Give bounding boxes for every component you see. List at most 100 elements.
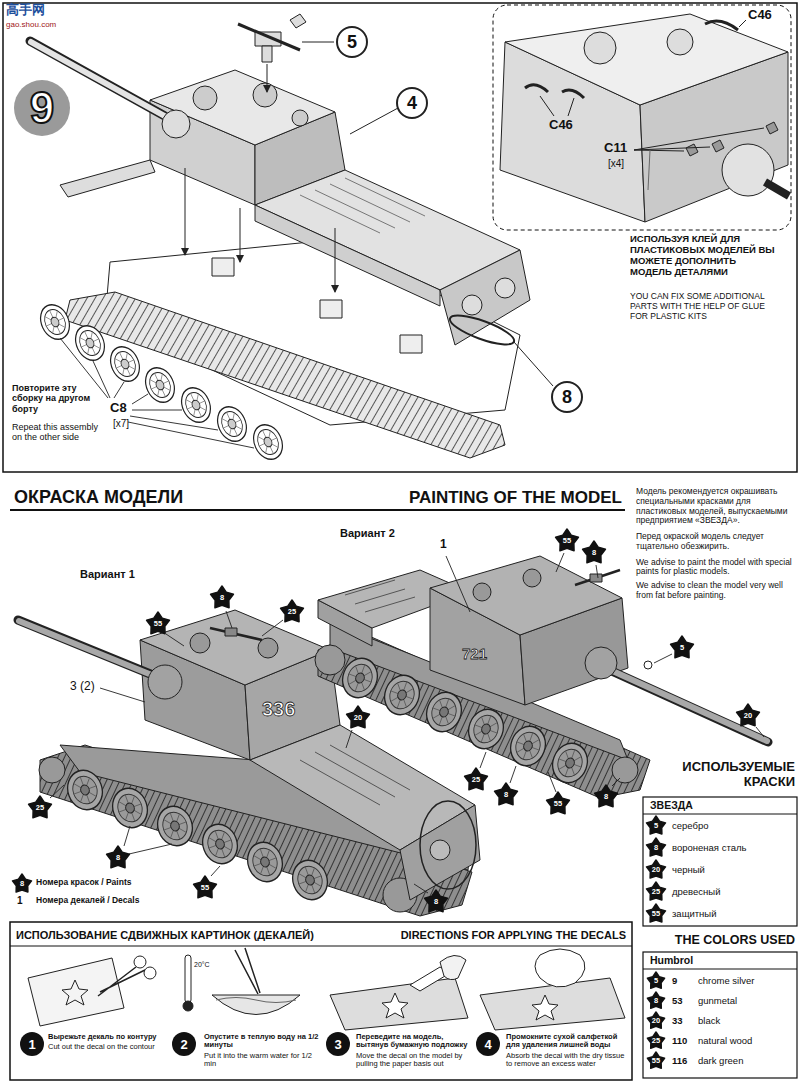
paint-number: 5 (680, 644, 684, 652)
paint-star (646, 904, 665, 922)
paint-number: 25 (472, 776, 480, 784)
paint-number: 55 (652, 910, 660, 918)
watermark: 高手网 (6, 3, 45, 18)
paint-star (12, 874, 31, 892)
paint-number: 55 (154, 620, 162, 628)
paint-star (425, 890, 448, 912)
step-circle: 4 (476, 1032, 500, 1056)
decal-number: 3 (2) (70, 680, 95, 694)
step-circle: 1 (20, 1032, 44, 1056)
paint-star (646, 816, 665, 834)
paint-number: 20 (652, 1017, 660, 1025)
table-cell: 33 (672, 1016, 683, 1027)
paint-number: 8 (434, 898, 438, 906)
step-text: Переведите на модель, вытянув бумажную п… (356, 1033, 472, 1050)
paint-star (646, 838, 665, 856)
table-cell: вороненая сталь (672, 843, 746, 854)
decal-number: 1 (17, 895, 23, 907)
quantity: [x4] (608, 158, 624, 170)
paint-star (194, 876, 217, 898)
watermark: gao.shou.com (6, 20, 56, 29)
callout-text: 1 (28, 1038, 35, 1051)
paint-number: 8 (220, 594, 224, 602)
legend-text: Номера красок / Paints (36, 878, 131, 888)
paint-star (647, 1032, 664, 1048)
paint-star (737, 704, 760, 726)
paint-number: 20 (354, 714, 362, 722)
paint-number: 55 (652, 1057, 660, 1065)
step-text: Промокните сухой салфеткой для удаления … (506, 1033, 628, 1050)
variant-label: Вариант 2 (340, 527, 395, 540)
detail-inset (493, 5, 791, 230)
paint-star (281, 600, 304, 622)
section-title: ИСПОЛЬЗОВАНИЕ СДВИЖНЫХ КАРТИНОК (ДЕКАЛЕЙ… (16, 929, 314, 942)
callout-text: 3 (334, 1038, 341, 1051)
note: We advise to clean the model very well f… (636, 581, 794, 601)
paint-star (646, 882, 665, 900)
note: Повторите эту сборку на другом борту (12, 383, 102, 414)
step-circle: 2 (172, 1032, 196, 1056)
decal-steps-drawing (28, 948, 625, 1030)
step-text: Put it into the warm water for 1/2 min (204, 1052, 322, 1069)
thermometer-label: 20°C (194, 961, 210, 969)
note: We advise to paint the model with specia… (636, 558, 794, 578)
paint-star (495, 783, 518, 805)
step-circle: 3 (326, 1032, 350, 1056)
step-text: Absorb the decal with the dry tissue to … (506, 1052, 628, 1069)
legend-text: Номера декалей / Decals (36, 896, 139, 906)
paint-number: 25 (288, 608, 296, 616)
table-cell: черный (672, 865, 705, 876)
paint-number: 8 (116, 854, 120, 862)
note: Repeat this assembly on the other side (12, 422, 100, 443)
callout-text: 9 (30, 86, 54, 130)
table-cell: 53 (672, 996, 683, 1007)
paint-number: 8 (20, 880, 24, 888)
paint-star (647, 1012, 664, 1028)
paint-star (29, 796, 52, 818)
paint-star (647, 1052, 664, 1068)
frames (3, 3, 797, 1080)
paint-star (647, 992, 664, 1008)
paint-number: 20 (652, 866, 660, 874)
note: ИСПОЛЬЗУЯ КЛЕЙ ДЛЯ ПЛАСТИКОВЫХ МОДЕЛЕЙ В… (630, 234, 780, 278)
paint-star (465, 768, 488, 790)
table-header: Humbrol (650, 954, 693, 966)
variant-label: Вариант 1 (80, 568, 135, 581)
table-cell: 9 (672, 976, 677, 987)
part-number: C46 (748, 8, 772, 23)
section-title: DIRECTIONS FOR APPLYING THE DECALS (401, 929, 626, 942)
section-title: ОКРАСКА МОДЕЛИ (14, 487, 183, 508)
paint-star (646, 860, 665, 878)
callout-number: 4 (396, 87, 428, 119)
callout-text: 8 (562, 388, 572, 406)
decal-marking: 721 (462, 645, 487, 662)
table-cell: dark green (698, 1056, 743, 1067)
table-cell: chrome silver (698, 976, 755, 987)
part-number: C46 (549, 118, 573, 133)
paint-number: 55 (201, 884, 209, 892)
paint-star (556, 529, 579, 551)
decal-marking: 336 (262, 698, 295, 721)
callout-text: 4 (484, 1038, 491, 1051)
table-cell: защитный (672, 909, 717, 920)
part-number: C8 (110, 401, 127, 416)
paint-star (347, 706, 370, 728)
paint-star (147, 612, 170, 634)
table-cell: 116 (672, 1056, 687, 1067)
paint-number: 5 (654, 977, 658, 985)
paint-number: 8 (592, 549, 596, 557)
paint-number: 8 (654, 844, 658, 852)
step-text: Cut out the decal on the contour (48, 1043, 166, 1051)
paint-star (595, 785, 618, 807)
table-cell: natural wood (698, 1036, 752, 1047)
section-title: PAINTING OF THE MODEL (409, 488, 622, 508)
paint-number: 8 (604, 793, 608, 801)
step-number: 9 (14, 80, 70, 136)
callout-number: 5 (336, 26, 368, 58)
note: YOU CAN FIX SOME ADDITIONAL PARTS WITH T… (630, 292, 780, 321)
step-text: Опустите в теплую воду на 1/2 минуты (204, 1033, 322, 1050)
paint-number: 55 (563, 537, 571, 545)
table-cell: 110 (672, 1036, 687, 1047)
paint-number: 25 (36, 804, 44, 812)
table-cell: black (698, 1016, 720, 1027)
